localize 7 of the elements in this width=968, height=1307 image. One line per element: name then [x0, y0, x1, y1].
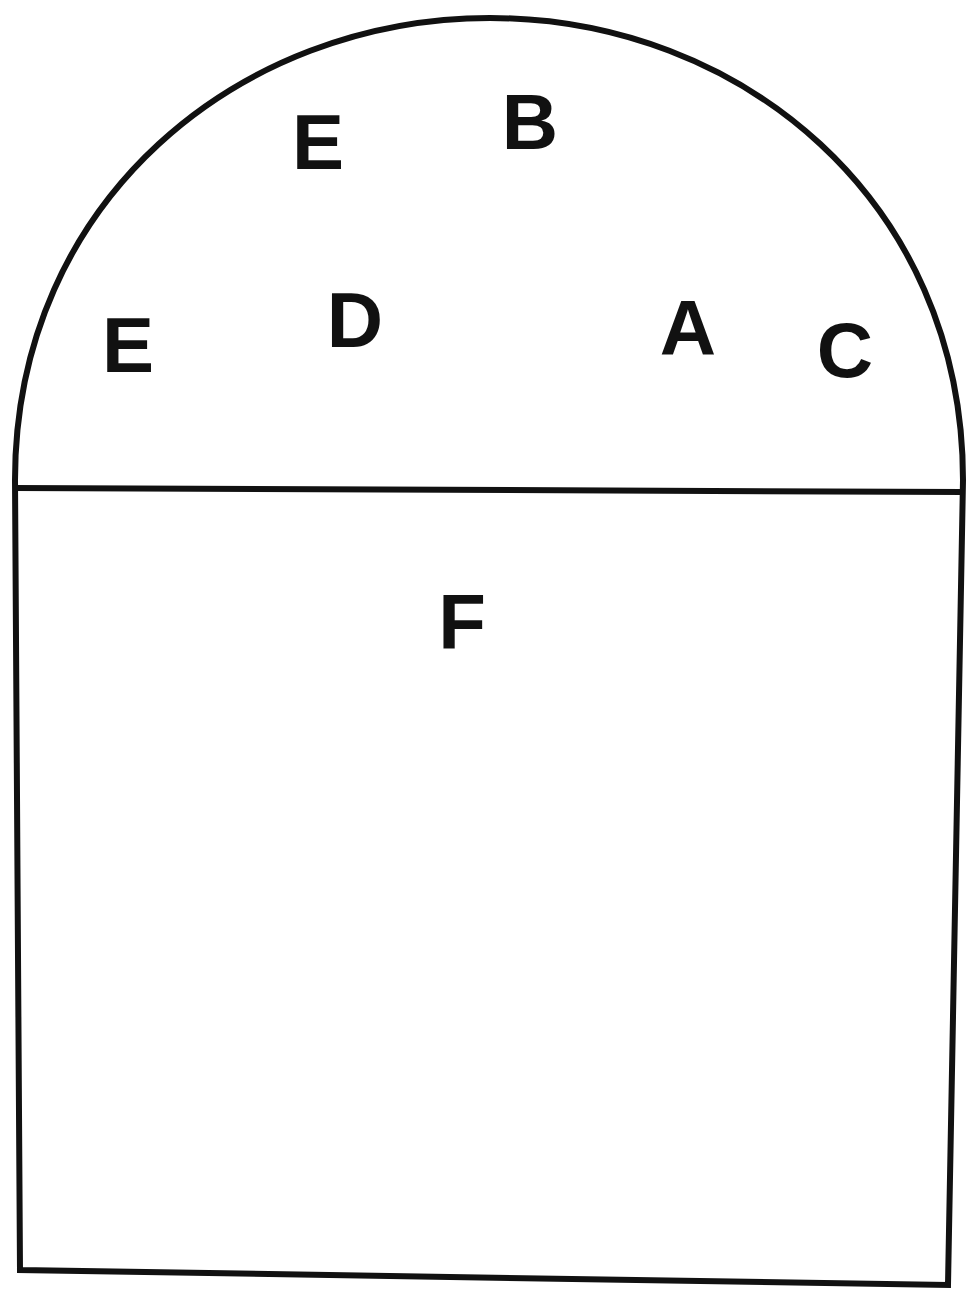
part-letter: E [102, 306, 154, 384]
part-letter: D [326, 281, 384, 359]
part-letter: A [659, 289, 717, 367]
part-letter: C [816, 311, 874, 389]
part-letter: E [292, 103, 344, 181]
part-letter: F [438, 583, 486, 661]
part-letter: B [501, 83, 559, 161]
